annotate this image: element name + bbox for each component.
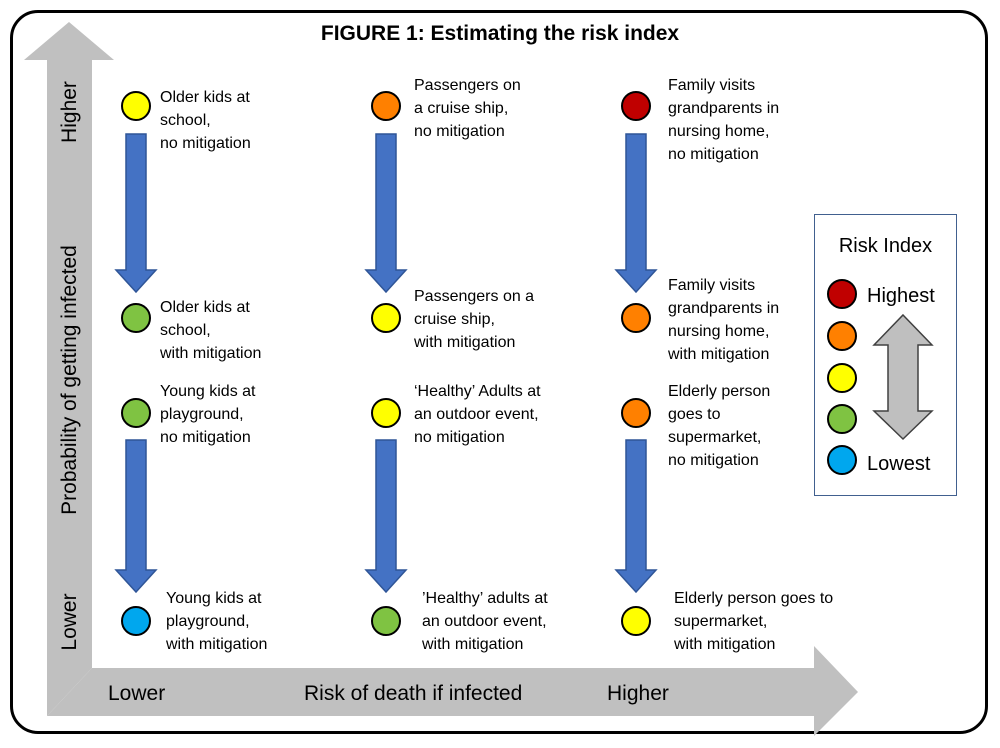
risk-dot: [371, 398, 401, 428]
risk-dot: [371, 303, 401, 333]
label-line: Elderly person goes to: [674, 590, 834, 607]
mitigation-arrow-c3-upper: [614, 133, 658, 294]
double-arrow-icon: [872, 313, 934, 441]
legend-dot-highest: [827, 279, 857, 309]
scenario-label-c3-top: Family visits grandparents in nursing ho…: [668, 74, 779, 166]
risk-dot: [621, 606, 651, 636]
x-axis-label: Risk of death if infected: [304, 682, 523, 705]
label-line: goes to: [668, 406, 721, 423]
label-line: supermarket,: [674, 613, 768, 630]
label-line: with mitigation: [414, 334, 516, 351]
legend-dot: [827, 404, 857, 434]
label-line: school,: [160, 112, 211, 129]
label-line: Young kids at: [166, 590, 262, 607]
figure-title: FIGURE 1: Estimating the risk index: [320, 22, 680, 45]
legend-dot-lowest: [827, 445, 857, 475]
label-line: nursing home,: [668, 323, 770, 340]
scenario-label-c1-low: Young kids at playground, no mitigation: [160, 380, 255, 449]
label-line: ’Healthy’ adults at: [422, 590, 548, 607]
label-line: playground,: [166, 613, 250, 630]
risk-dot: [371, 606, 401, 636]
label-line: no mitigation: [668, 146, 759, 163]
scenario-label-c1-mid: Older kids at school, with mitigation: [160, 296, 261, 365]
label-line: playground,: [160, 406, 244, 423]
label-line: a cruise ship,: [414, 100, 509, 117]
label-line: an outdoor event,: [422, 613, 547, 630]
risk-dot: [121, 91, 151, 121]
mitigation-arrow-c1-lower: [114, 439, 158, 594]
mitigation-arrow-c2-lower: [364, 439, 408, 594]
scenario-label-c3-mid: Family visits grandparents in nursing ho…: [668, 274, 779, 366]
legend-dot: [827, 321, 857, 351]
risk-dot: [621, 303, 651, 333]
y-axis-label: Probability of getting infected: [58, 245, 81, 515]
mitigation-arrow-c2-upper: [364, 133, 408, 294]
label-line: nursing home,: [668, 123, 770, 140]
legend-dot: [827, 363, 857, 393]
label-line: with mitigation: [160, 345, 262, 362]
scenario-label-c1-top: Older kids at school, no mitigation: [160, 86, 251, 155]
label-line: grandparents in: [668, 100, 780, 117]
scenario-label-c2-top: Passengers on a cruise ship, no mitigati…: [414, 74, 521, 143]
label-line: with mitigation: [668, 346, 770, 363]
legend-title: Risk Index: [838, 235, 933, 257]
scenario-label-c3-bot: Elderly person goes to supermarket, with…: [674, 587, 833, 656]
label-line: with mitigation: [422, 636, 524, 653]
mitigation-arrow-c1-upper: [114, 133, 158, 294]
label-line: ‘Healthy’ Adults at: [414, 383, 541, 400]
risk-dot: [121, 398, 151, 428]
risk-index-legend: Risk Index Highest Lowest: [814, 214, 957, 496]
y-axis-high: Higher: [58, 81, 81, 143]
label-line: no mitigation: [160, 135, 251, 152]
x-axis-high: Higher: [607, 682, 669, 705]
scenario-label-c2-mid: Passengers on a cruise ship, with mitiga…: [414, 285, 534, 354]
scenario-label-c2-bot: ’Healthy’ adults at an outdoor event, wi…: [422, 587, 548, 656]
risk-dot: [621, 91, 651, 121]
label-line: Passengers on: [414, 77, 521, 94]
label-line: no mitigation: [160, 429, 251, 446]
label-line: an outdoor event,: [414, 406, 539, 423]
x-axis-arrow: [47, 646, 858, 736]
scenario-label-c1-bot: Young kids at playground, with mitigatio…: [166, 587, 267, 656]
label-line: Elderly person: [668, 383, 771, 400]
legend-lowest-label: Lowest: [867, 453, 931, 475]
y-axis-low: Lower: [58, 593, 81, 651]
label-line: school,: [160, 322, 211, 339]
label-line: supermarket,: [668, 429, 762, 446]
scenario-label-c3-low: Elderly person goes to supermarket, no m…: [668, 380, 770, 472]
scenario-label-c2-low: ‘Healthy’ Adults at an outdoor event, no…: [414, 380, 541, 449]
label-line: Family visits: [668, 77, 756, 94]
risk-dot: [621, 398, 651, 428]
risk-dot: [121, 303, 151, 333]
label-line: with mitigation: [166, 636, 268, 653]
label-line: grandparents in: [668, 300, 780, 317]
mitigation-arrow-c3-lower: [614, 439, 658, 594]
label-line: Family visits: [668, 277, 756, 294]
label-line: with mitigation: [674, 636, 776, 653]
label-line: Older kids at: [160, 299, 250, 316]
label-line: no mitigation: [668, 452, 759, 469]
label-line: cruise ship,: [414, 311, 495, 328]
label-line: Young kids at: [160, 383, 256, 400]
risk-dot: [121, 606, 151, 636]
label-line: no mitigation: [414, 123, 505, 140]
y-axis-arrow: [24, 22, 114, 716]
risk-dot: [371, 91, 401, 121]
label-line: Older kids at: [160, 89, 250, 106]
x-axis-low: Lower: [108, 682, 166, 705]
label-line: no mitigation: [414, 429, 505, 446]
legend-highest-label: Highest: [867, 285, 935, 307]
label-line: Passengers on a: [414, 288, 535, 305]
